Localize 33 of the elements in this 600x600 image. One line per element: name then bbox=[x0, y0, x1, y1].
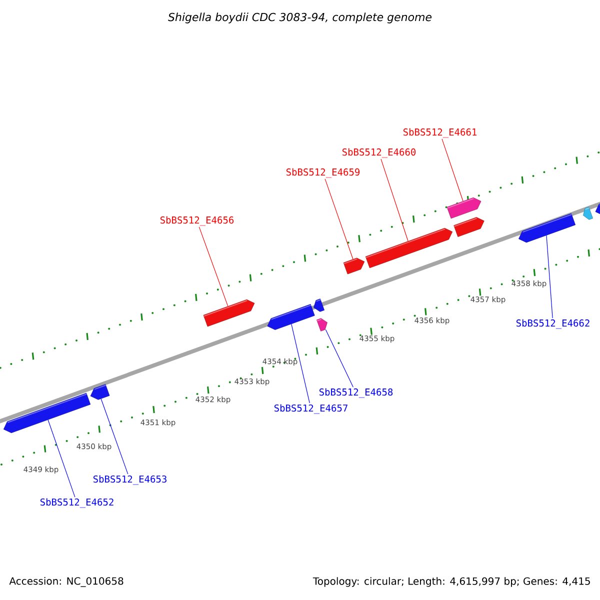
leader-line bbox=[442, 138, 464, 202]
gene-block bbox=[90, 384, 110, 400]
gene-label: SbBS512_E4661 bbox=[403, 128, 477, 138]
gene-block bbox=[365, 228, 453, 268]
footer-text: Topology: circular; Length: 4,615,997 bp; Genes: 4,415 bbox=[312, 577, 590, 587]
leader-line bbox=[325, 329, 354, 388]
gene-label: SbBS512_E4658 bbox=[319, 388, 393, 398]
gene-label: SbBS512_E4656 bbox=[160, 216, 234, 226]
gene-block bbox=[314, 298, 324, 312]
gene-block bbox=[267, 304, 315, 330]
title: Shigella boydii CDC 3083-94, complete genome bbox=[168, 12, 432, 24]
gene-block bbox=[3, 392, 91, 434]
leader-line bbox=[48, 420, 76, 498]
gene-block bbox=[343, 258, 365, 274]
gene-label: SbBS512_E4657 bbox=[274, 404, 348, 414]
gene-block bbox=[203, 299, 255, 327]
gene-block bbox=[446, 197, 482, 219]
leader-line bbox=[100, 398, 128, 474]
gene-label: SbBS512_E4660 bbox=[342, 148, 416, 158]
gene-label: SbBS512_E4652 bbox=[40, 498, 114, 508]
gene-block bbox=[583, 206, 593, 220]
footer-text: Accession: NC_010658 bbox=[9, 577, 124, 587]
gene-block bbox=[454, 217, 484, 237]
leader-line bbox=[546, 235, 553, 318]
gene-block bbox=[316, 318, 328, 332]
leader-line bbox=[198, 226, 228, 306]
leader-line bbox=[380, 158, 408, 242]
gene-label: SbBS512_E4659 bbox=[286, 168, 360, 178]
gene-label: SbBS512_E4662 bbox=[516, 319, 590, 329]
leader-line bbox=[291, 324, 310, 404]
gene-label: SbBS512_E4653 bbox=[93, 475, 166, 485]
leader-line bbox=[324, 178, 354, 260]
gene-block bbox=[518, 213, 576, 243]
